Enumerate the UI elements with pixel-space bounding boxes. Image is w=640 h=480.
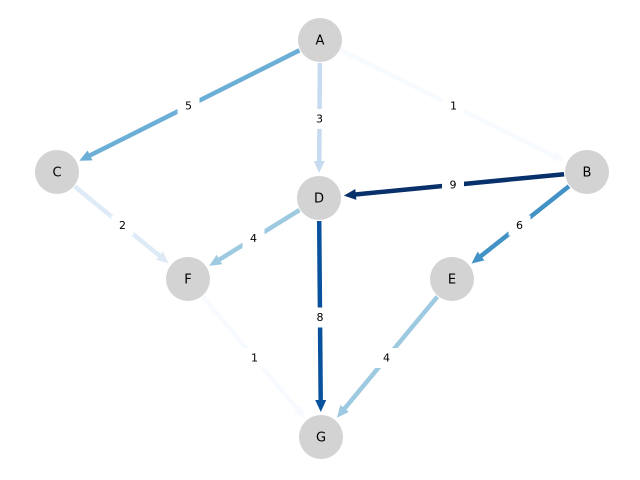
edge-weight-label-C-F: 2 — [119, 219, 126, 232]
edge-label-bg-F-G — [243, 348, 266, 368]
node-B — [565, 150, 609, 194]
edge-weight-label-D-G: 8 — [317, 311, 324, 324]
arrowhead-B-D — [343, 188, 357, 200]
arrowhead-A-C — [79, 150, 93, 161]
arrowhead-B-E — [471, 251, 485, 264]
edge-weight-label-F-G: 1 — [251, 352, 258, 365]
arrowhead-E-G — [336, 405, 349, 418]
edge-label-bg-E-G — [375, 348, 398, 368]
edge-label-bg-A-C — [177, 96, 200, 116]
edge-weight-label-D-F: 4 — [250, 232, 257, 245]
edge-weight-label-B-E: 6 — [516, 219, 523, 232]
node-label-F: F — [184, 273, 191, 288]
edge-weight-label-A-C: 5 — [185, 100, 192, 113]
arrowhead-D-F — [209, 254, 223, 266]
arrowhead-A-B — [551, 150, 565, 161]
node-label-B: B — [583, 166, 592, 181]
edge-label-bg-D-G — [309, 307, 331, 328]
edge-weight-label-A-D: 3 — [316, 113, 323, 126]
node-label-D: D — [314, 192, 324, 207]
arrowhead-D-G — [315, 399, 327, 413]
edge-label-bg-D-F — [242, 228, 265, 249]
edge-label-bg-C-F — [111, 215, 134, 236]
edge-weight-label-B-D: 9 — [450, 179, 457, 192]
node-label-E: E — [448, 273, 456, 288]
node-D — [297, 176, 341, 220]
edge-label-bg-B-D — [442, 175, 464, 195]
node-label-A: A — [316, 34, 325, 49]
arrowhead-A-D — [313, 160, 325, 174]
edge-label-bg-A-D — [308, 109, 331, 129]
node-F — [166, 257, 210, 301]
node-label-G: G — [316, 431, 326, 446]
arrowhead-F-G — [292, 405, 305, 418]
node-label-C: C — [52, 166, 61, 181]
arrowhead-C-F — [155, 251, 169, 264]
edge-weight-label-E-G: 4 — [383, 352, 390, 365]
node-G — [299, 415, 343, 459]
edge-weight-label-A-B: 1 — [450, 100, 457, 113]
edge-label-bg-B-E — [508, 215, 531, 236]
node-A — [298, 18, 342, 62]
node-E — [430, 257, 474, 301]
edge-label-bg-A-B — [442, 96, 465, 116]
node-C — [35, 150, 79, 194]
